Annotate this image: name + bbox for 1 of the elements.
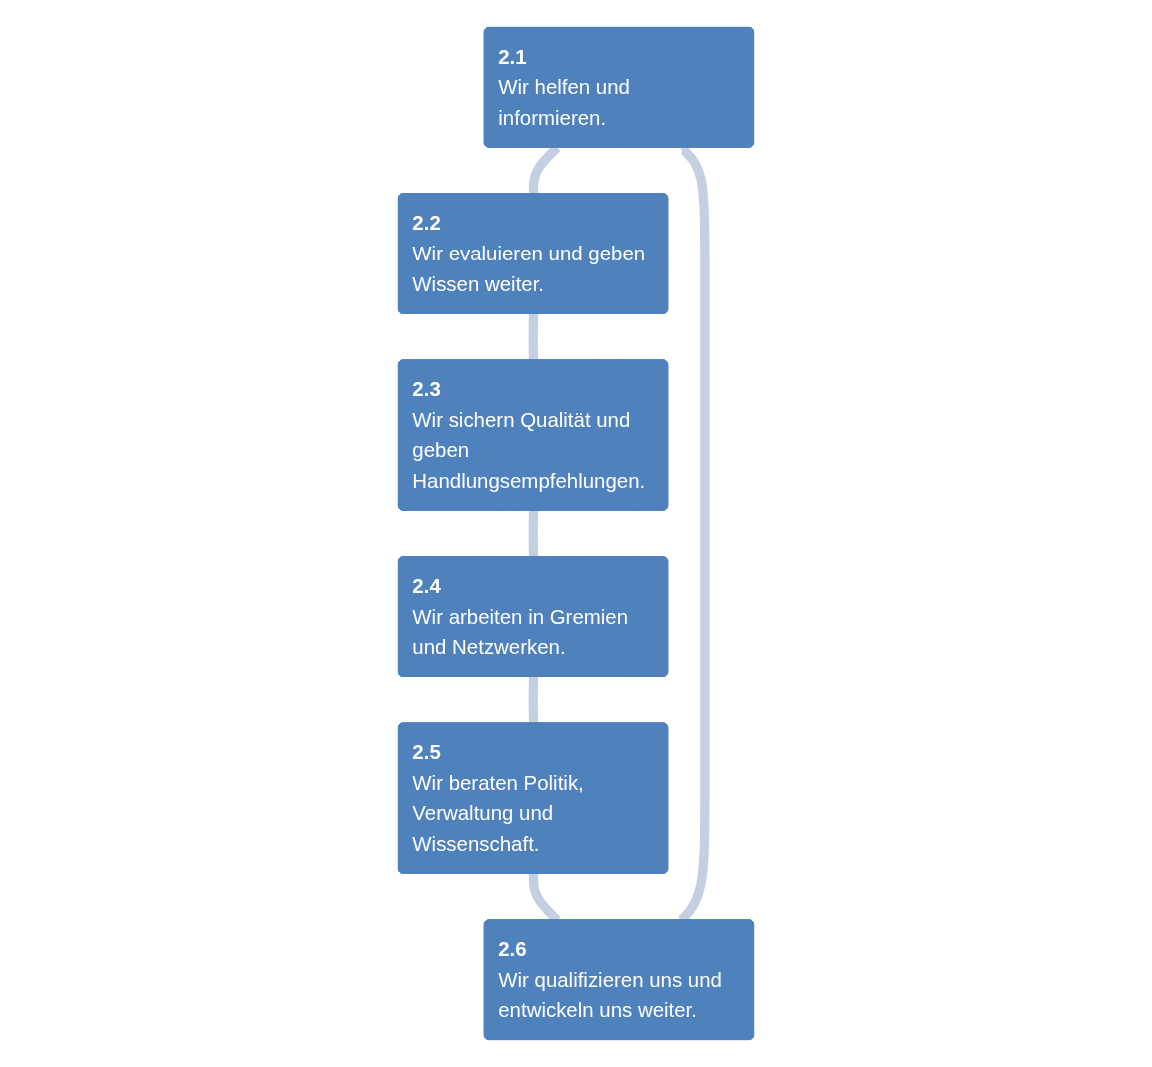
connector xyxy=(528,509,539,558)
